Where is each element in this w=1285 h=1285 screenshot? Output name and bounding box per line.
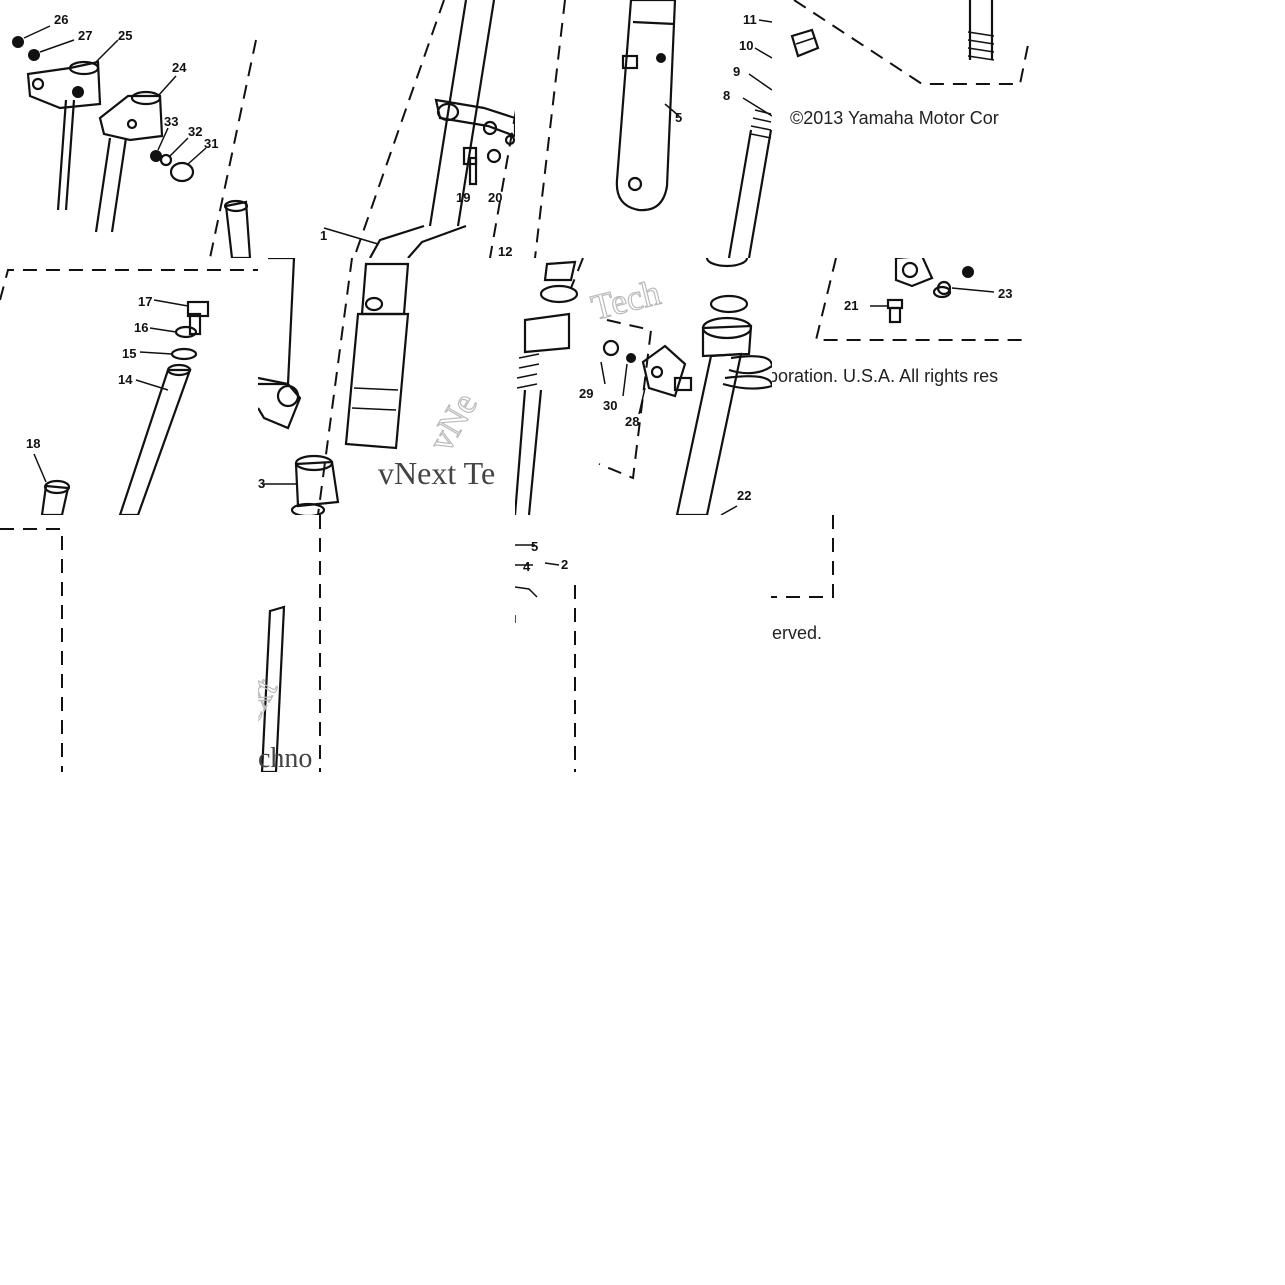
callout-22: 22 — [737, 488, 751, 503]
inner-tube-drawing: 17 16 15 14 18 — [0, 269, 258, 515]
copyright-line-1: ©2013 Yamaha Motor Cor — [790, 108, 999, 128]
callout-17: 17 — [138, 294, 152, 309]
inner-tube-lower-drawing: vNext Te vNe 3 — [258, 258, 495, 515]
callout-11: 11 — [743, 12, 757, 27]
callout-14: 14 — [118, 372, 133, 387]
diagram-tile-mid-right: Tech 29 30 28 22 — [515, 258, 772, 515]
fork-tube-upper-drawing: 19 20 12 1 — [320, 0, 515, 258]
diagram-tile-right-middle: 23 21 poration. U.S.A. All rights res — [772, 258, 1029, 515]
callout-24: 24 — [172, 60, 187, 75]
callout-15: 15 — [122, 346, 136, 361]
callout-26: 26 — [54, 12, 68, 27]
diagram-tile-top-center: 19 20 12 1 — [258, 0, 515, 258]
seal-assembly-drawing: Tech 29 30 28 22 — [515, 258, 772, 515]
callout-19: 19 — [456, 190, 470, 205]
callout-5: 5 — [675, 110, 682, 125]
frame-outline-left — [0, 528, 63, 772]
watermark-fragment-chno: chno — [258, 743, 312, 772]
callout-32: 32 — [188, 124, 202, 139]
callout-31: 31 — [204, 136, 218, 151]
tube-lower-drawing: ext chno — [258, 515, 321, 772]
callout-30: 30 — [603, 398, 617, 413]
bracket-assembly-drawing: 26 27 25 24 33 32 31 — [12, 12, 257, 258]
callout-2: 2 — [561, 557, 568, 572]
callout-28: 28 — [625, 414, 639, 429]
copyright-line-2: poration. U.S.A. All rights res — [772, 366, 999, 386]
callout-10: 10 — [739, 38, 753, 53]
damper-parts-drawing: 5 4 2 — [515, 539, 576, 772]
watermark-text: vNext Te — [378, 455, 495, 491]
callout-20: 20 — [488, 190, 502, 205]
diagram-tile-mid-left: 17 16 15 14 18 — [0, 258, 258, 515]
copyright-line-3: erved. — [772, 623, 823, 643]
callout-16: 16 — [134, 320, 148, 335]
callout-1: 1 — [320, 228, 327, 243]
callout-25: 25 — [118, 28, 132, 43]
callout-18: 18 — [26, 436, 40, 451]
frame-outline-right — [771, 515, 834, 598]
diagram-tile-bottom-center: ext chno — [258, 515, 332, 772]
bolt-drawing — [790, 0, 1029, 85]
callout-8: 8 — [723, 88, 730, 103]
diagram-tile-center: vNext Te vNe 3 — [258, 258, 515, 515]
callout-9: 9 — [733, 64, 740, 79]
callout-23: 23 — [998, 286, 1012, 301]
callout-12: 12 — [498, 244, 512, 258]
callout-29: 29 — [579, 386, 593, 401]
callout-33: 33 — [164, 114, 178, 129]
diagram-tile-bottom-right: erved. — [577, 515, 835, 645]
outer-tube-drawing: 5 11 10 9 8 — [534, 0, 772, 258]
diagram-tile-bottom-left — [0, 515, 258, 772]
callout-27: 27 — [78, 28, 92, 43]
watermark-fragment-tech: Tech — [587, 272, 664, 328]
diagram-tile-bottom-strip: 5 4 2 — [515, 515, 577, 772]
diagram-tile-top-left: 26 27 25 24 33 32 31 — [0, 0, 258, 258]
diagram-tile-top-right: 5 11 10 9 8 — [515, 0, 772, 258]
callout-5b: 5 — [531, 539, 538, 554]
callout-4: 4 — [523, 559, 531, 574]
diagram-tile-far-right: ©2013 Yamaha Motor Cor — [772, 0, 1029, 258]
axle-holder-drawing: 23 21 — [814, 258, 1029, 341]
watermark-fragment: vNe — [420, 386, 485, 458]
callout-3: 3 — [258, 476, 265, 491]
callout-21: 21 — [844, 298, 858, 313]
